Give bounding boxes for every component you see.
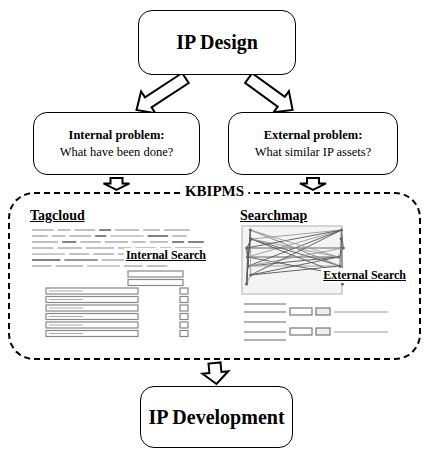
block-arrow xyxy=(300,178,326,190)
tagcloud-screenshot: TagcloudInternal Search xyxy=(28,208,208,342)
node-text: IP Development xyxy=(148,406,284,429)
process-box: IP Design xyxy=(138,10,296,75)
problem-box: Internal problem:What have been done? xyxy=(33,112,200,175)
node-text: What have been done? xyxy=(60,144,173,160)
process-box: IP Development xyxy=(140,386,293,448)
panel-label: External Search xyxy=(321,268,408,283)
block-arrow xyxy=(137,73,189,113)
block-arrow xyxy=(203,362,229,384)
node-text: Internal problem: xyxy=(69,127,165,143)
block-arrow xyxy=(245,73,293,112)
screenshot-illustration xyxy=(28,208,208,342)
node-text: IP Design xyxy=(176,31,258,54)
panel-label: Internal Search xyxy=(124,248,208,263)
node-text: What similar IP assets? xyxy=(255,144,372,160)
panel-title: Searchmap xyxy=(238,208,309,224)
panel-title: Tagcloud xyxy=(28,208,87,224)
block-arrow xyxy=(104,178,130,190)
node-text: External problem: xyxy=(264,127,363,143)
system-region: KBIPMSTagcloudInternal SearchSearchmapEx… xyxy=(8,192,421,360)
region-title: KBIPMS xyxy=(181,183,248,200)
problem-box: External problem:What similar IP assets? xyxy=(228,112,398,175)
searchmap-screenshot: SearchmapExternal Search xyxy=(238,208,408,346)
